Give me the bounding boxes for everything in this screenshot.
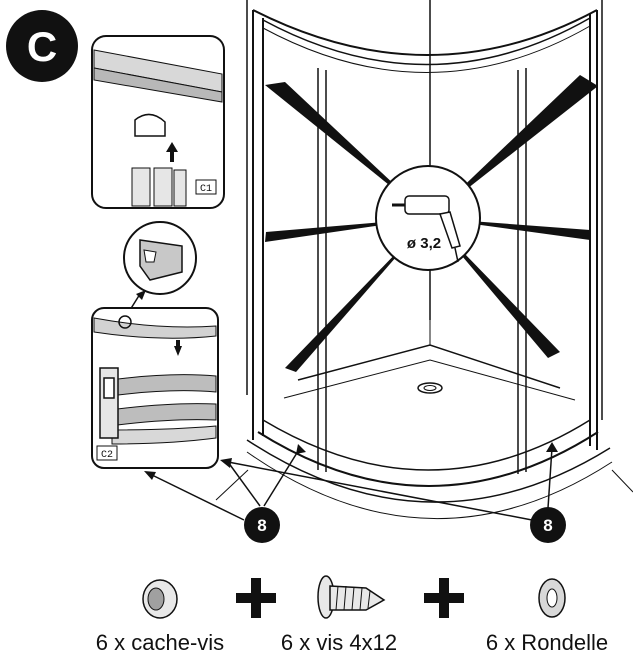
leader-arrowheads	[144, 442, 558, 480]
part-caption: 6 x vis 4x12	[281, 630, 397, 655]
detail-c1: C1	[91, 35, 225, 209]
detail-tag-c2: C2	[101, 450, 113, 461]
detail-tag-c1: C1	[200, 184, 212, 195]
seal-zoom-bubble	[123, 221, 197, 319]
plus-sign	[424, 578, 464, 618]
drill-icon	[392, 195, 461, 263]
callout-number: 8	[257, 516, 266, 535]
detail-c2: C2	[91, 307, 219, 469]
part-caption: 6 x Rondelle	[486, 630, 608, 655]
plus-sign	[236, 578, 276, 618]
washer-icon	[538, 578, 566, 618]
callout-marker-right: 8	[530, 507, 566, 543]
callout-number: 8	[543, 516, 552, 535]
leader-lines	[149, 447, 553, 521]
step-badge: C	[6, 10, 78, 82]
drill-bubble: ø 3,2	[375, 165, 481, 271]
screw-cap-icon	[142, 579, 178, 619]
parts-row: 6 x cache-vis 6 x vis 4x12 6 x Rondelle	[96, 575, 608, 655]
step-letter: C	[27, 23, 57, 70]
callout-marker-left: 8	[244, 507, 280, 543]
drill-diameter-label: ø 3,2	[407, 235, 441, 252]
screw-icon	[317, 575, 386, 619]
part-caption: 6 x cache-vis	[96, 630, 224, 655]
